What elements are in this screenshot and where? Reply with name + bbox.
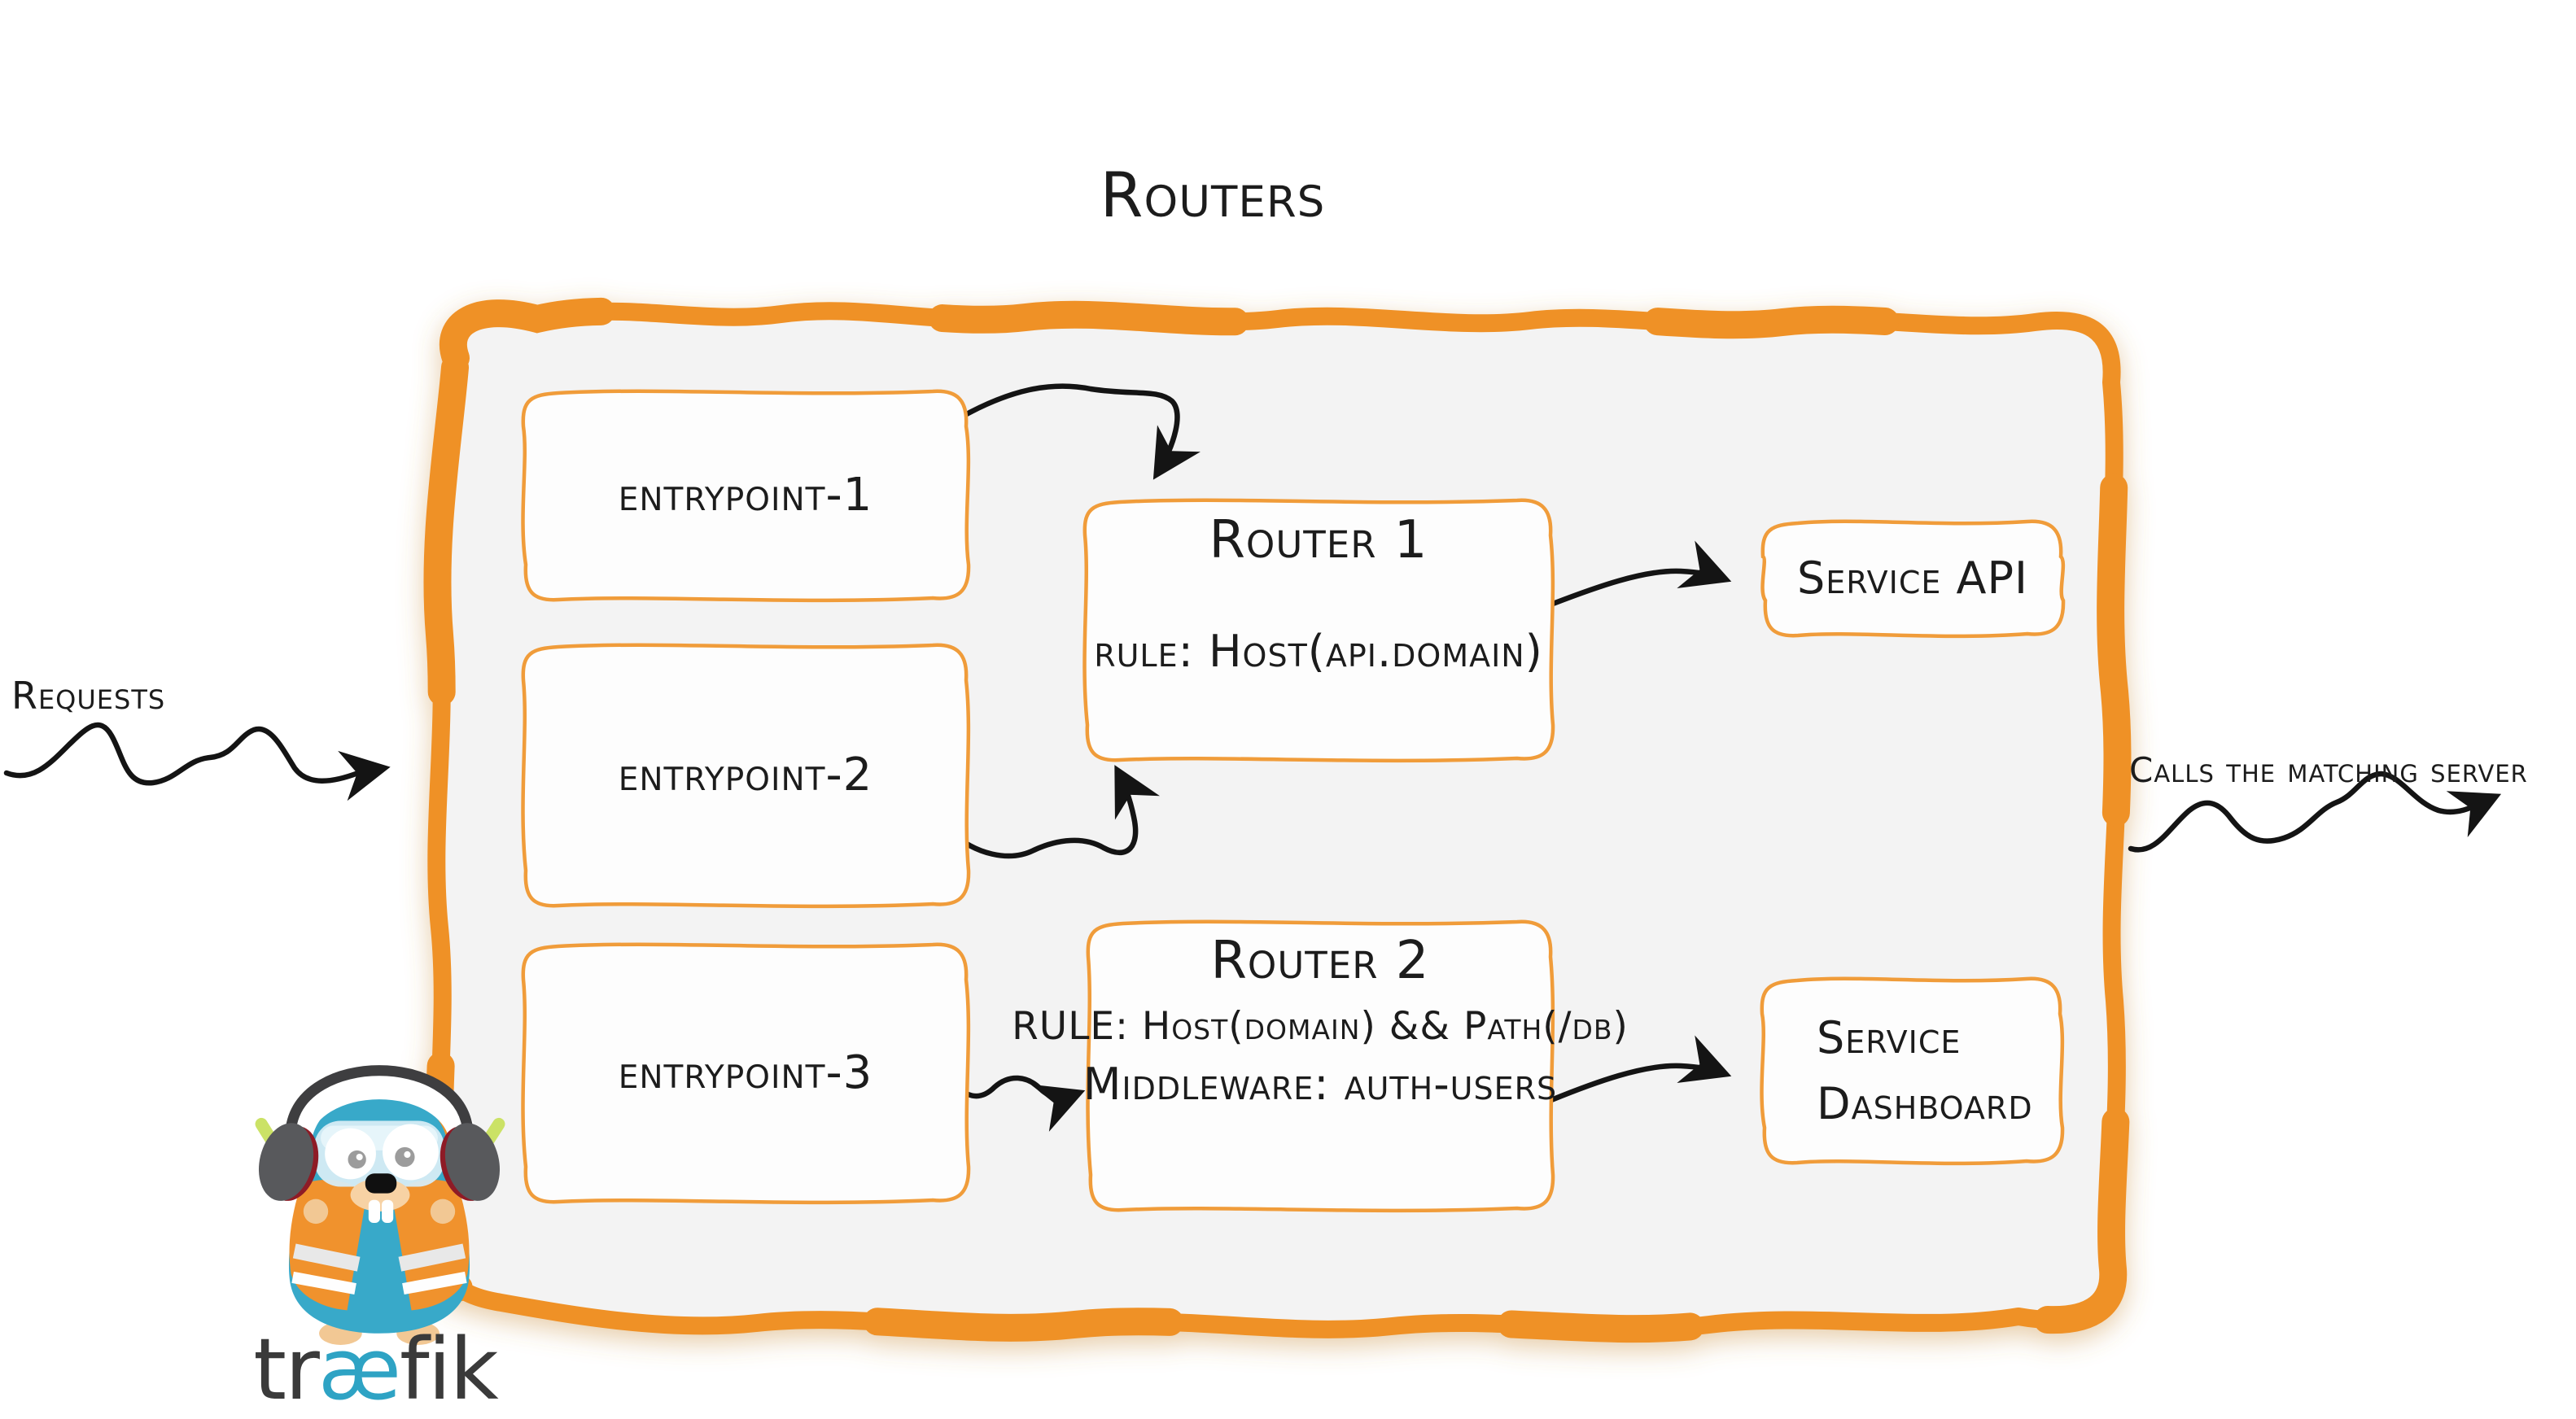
router-2-border [1086, 919, 1555, 1213]
router-2-box: Router 2 RULE: Host(domain) && Path(/db)… [1012, 919, 1628, 1213]
arrow-router1-serviceapi [1550, 540, 1732, 607]
router-1-border [1082, 498, 1555, 763]
wordmark-fik: fik [399, 1320, 499, 1419]
output-label: Calls the matching server [2129, 750, 2528, 790]
entrypoint-1-label: entrypoint-1 [618, 469, 873, 522]
service-api-border [1760, 519, 2066, 639]
arrow-entrypoint3-router2 [947, 1072, 1086, 1132]
arrow-requests-in [3, 722, 391, 801]
arrow-entrypoint1-router1 [959, 383, 1201, 480]
service-api-label: Service API [1797, 552, 2028, 605]
entrypoint-3-box: entrypoint-3 [521, 942, 971, 1205]
diagram-title: Routers [1100, 159, 1326, 231]
gopher-muzzle [350, 1173, 410, 1224]
goggles-icon [313, 1120, 445, 1187]
entrypoint-3-border [521, 942, 971, 1205]
entrypoint-2-label: entrypoint-2 [618, 749, 873, 801]
headphones-icon [258, 1065, 501, 1201]
arrow-calls-out [2128, 771, 2502, 853]
arrow-router2-servicedashboard [1548, 1035, 1732, 1103]
gopher-hand-left [303, 1199, 329, 1225]
service-dashboard-label: Service Dashboard [1817, 1012, 2033, 1129]
entrypoint-2-border [521, 643, 971, 909]
router-1-box: Router 1 rule: Host(api.domain) [1082, 498, 1555, 763]
router-1-rule: rule: Host(api.domain) [1094, 626, 1543, 677]
service-api-box: Service API [1760, 519, 2066, 639]
traefik-wordmark: træfik [241, 1327, 510, 1412]
arrow-entrypoint2-router1 [947, 765, 1160, 859]
entrypoint-1-border [521, 389, 971, 603]
router-2-name: Router 2 [1210, 931, 1430, 991]
requests-label: Requests [11, 674, 166, 718]
entrypoint-2-box: entrypoint-2 [521, 643, 971, 909]
wordmark-tr: tr [253, 1320, 320, 1419]
wordmark-ae: æ [317, 1320, 401, 1419]
router-1-name: Router 1 [1209, 510, 1428, 570]
service-dashboard-box: Service Dashboard [1760, 976, 2065, 1166]
router-2-rule: RULE: Host(domain) && Path(/db) [1012, 1004, 1629, 1049]
entrypoint-3-label: entrypoint-3 [618, 1046, 873, 1099]
router-2-middleware: Middleware: auth-users [1082, 1059, 1558, 1110]
traefik-gopher-icon [255, 1065, 505, 1345]
gopher-hand-right [430, 1199, 456, 1225]
entrypoint-1-box: entrypoint-1 [521, 389, 971, 603]
service-dashboard-border [1760, 976, 2065, 1166]
